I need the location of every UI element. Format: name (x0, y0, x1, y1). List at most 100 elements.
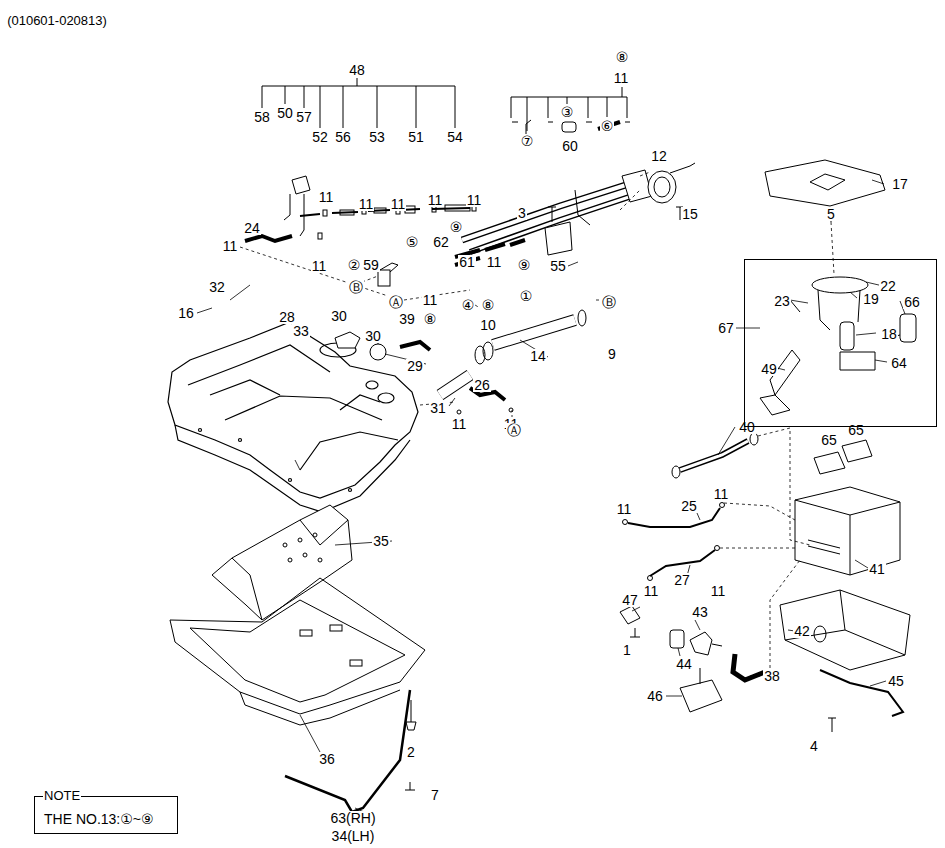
part-group-box: 22192366184964 (744, 259, 937, 427)
tank-tray (170, 578, 425, 725)
callout-number: 63(RH) (329, 811, 376, 825)
callout-number: ⑧ (481, 298, 496, 312)
vapor-hose (750, 433, 758, 445)
tank-tray (170, 578, 425, 714)
callout-number: ① (519, 289, 534, 303)
fuel-cap (670, 163, 695, 173)
heat-shield (212, 505, 352, 620)
callout-number: 45 (887, 674, 905, 688)
canister-bracket (814, 626, 826, 642)
callout-number: 11 (713, 487, 730, 501)
pump-cover (765, 160, 885, 222)
heat-shield (303, 553, 307, 557)
callout-number: 64 (890, 356, 908, 370)
callout-number: 26 (473, 378, 491, 392)
drawing-code: (010601-020813) (6, 14, 108, 27)
callout-number: 41 (868, 562, 886, 576)
canister-bracket (785, 590, 905, 655)
leader-line (750, 676, 760, 677)
callout-number: 44 (675, 657, 693, 671)
vent-pipe-assembly (374, 208, 386, 213)
vent-pipe-assembly (405, 206, 415, 213)
heat-shield (212, 505, 352, 620)
dashed-line (620, 172, 650, 210)
dashed-line (240, 247, 388, 296)
canister-bracket (828, 718, 836, 732)
vent-pipe-assembly (318, 233, 322, 239)
hose (512, 120, 630, 135)
fuel-cap (648, 163, 695, 203)
fuel-tank (366, 381, 378, 389)
callout-number: Ⓑ (601, 295, 617, 309)
callout-number: 51 (407, 130, 425, 144)
tank-tray (350, 660, 362, 666)
tank-tray (300, 630, 312, 636)
valve (335, 332, 513, 414)
canister-bracket (780, 590, 910, 670)
fuel-tank (300, 432, 398, 470)
callout-number: 38 (763, 669, 781, 683)
fuel-tank (199, 429, 202, 432)
fuel-cap (648, 171, 676, 203)
leader-line (695, 620, 700, 630)
filter (700, 668, 701, 684)
vent-pipe-assembly (245, 236, 292, 241)
callout-number: 11 (427, 193, 444, 207)
group-bracket (262, 78, 455, 128)
callout-number: 35 (372, 534, 390, 548)
leader-line (856, 333, 876, 335)
fuel-tank (175, 425, 410, 512)
callout-number: 36 (318, 752, 336, 766)
callout-number: 42 (793, 624, 811, 638)
vapor-hose (648, 576, 653, 581)
dashed-line (362, 276, 378, 282)
callout-number: 34(LH) (331, 829, 376, 843)
fuel-pump-module (760, 277, 916, 415)
callout-number: 23 (773, 294, 791, 308)
callout-number: 65 (820, 433, 838, 447)
callout-number: 22 (879, 279, 897, 293)
filler-hose (493, 320, 575, 345)
callout-number: 48 (348, 63, 366, 77)
dashed-line (724, 503, 795, 520)
callout-number: ⑧ (615, 50, 630, 64)
callout-number: 27 (673, 573, 691, 587)
leader-line (230, 285, 250, 300)
callout-number: 4 (809, 739, 819, 753)
callout-number: 40 (738, 420, 756, 434)
filler-hose (440, 310, 586, 395)
filler-pipe (545, 222, 572, 255)
callout-number: ⑧ (423, 312, 438, 326)
fuel-tank (188, 345, 330, 385)
pump-cover (810, 174, 845, 190)
callout-number: 66 (903, 295, 921, 309)
callout-number: 12 (650, 149, 668, 163)
note-heading: NOTE (43, 789, 81, 802)
tank-tray (240, 690, 400, 725)
fuel-tank (225, 396, 382, 420)
callout-number: 57 (295, 110, 313, 124)
filler-pipe (575, 190, 590, 225)
fuel-tank (168, 322, 418, 498)
callout-number: 56 (334, 130, 352, 144)
leader-line (300, 715, 320, 752)
tank-tray (330, 625, 342, 631)
callout-number: Ⓐ (388, 295, 404, 309)
callout-number: 28 (278, 310, 296, 324)
fuel-tank (349, 489, 352, 492)
filler-hose (483, 342, 493, 360)
vapor-hose (715, 546, 720, 551)
filler-hose (493, 320, 575, 345)
leader-line (197, 180, 905, 812)
fuel-pump-module (840, 352, 875, 370)
callout-number: 30 (364, 329, 382, 343)
callout-number: ⑨ (449, 220, 464, 234)
callout-number: ⑨ (517, 258, 532, 272)
callout-number: 11 (222, 239, 239, 253)
callout-number: 25 (680, 499, 698, 513)
callout-number: ⑦ (520, 134, 535, 148)
fuel-pump-module (840, 322, 854, 350)
filter (712, 644, 722, 646)
canister (842, 440, 872, 462)
